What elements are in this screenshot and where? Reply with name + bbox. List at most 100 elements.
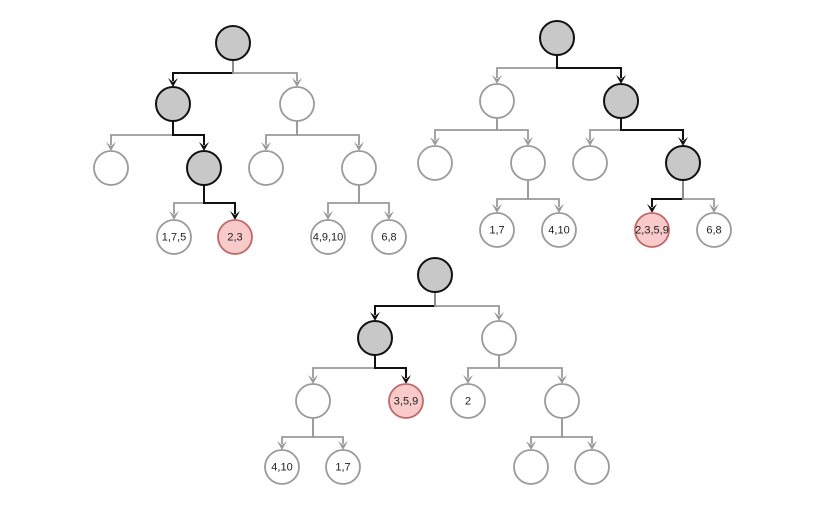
- path-node: [155, 86, 191, 122]
- arrowhead-icon: [354, 142, 364, 151]
- arrowhead-icon: [709, 204, 719, 213]
- node-label: 1,7: [335, 462, 350, 474]
- arrowhead-icon: [401, 375, 411, 384]
- tree-node: [544, 383, 580, 419]
- arrowhead-icon: [492, 204, 502, 213]
- arrowhead-icon: [323, 211, 333, 220]
- leaf-node: 4,10: [541, 212, 577, 248]
- arrowhead-icon: [554, 204, 564, 213]
- edge: [232, 60, 302, 87]
- arrowhead-icon: [384, 211, 394, 220]
- arrowhead-icon: [308, 375, 318, 384]
- arrowhead-icon: [106, 142, 116, 151]
- arrowhead-icon: [261, 142, 271, 151]
- edge: [308, 355, 376, 384]
- arrowhead-icon: [585, 137, 595, 146]
- edge: [682, 180, 719, 213]
- tree-node: [93, 150, 129, 186]
- arrowhead-icon: [494, 312, 504, 321]
- node-label: 2: [465, 396, 471, 408]
- leaf-node: 1,7,5: [156, 219, 192, 255]
- edge: [585, 118, 622, 146]
- tree-node: [295, 383, 331, 419]
- leaf-node: 2: [450, 383, 486, 419]
- leaf-node: 4,9,10: [310, 219, 346, 255]
- arrowhead-icon: [492, 75, 502, 84]
- tree-node: [481, 320, 517, 356]
- arrowhead-icon: [277, 441, 287, 450]
- edge: [526, 418, 563, 450]
- node-label: 6,8: [706, 225, 721, 237]
- target-leaf-node: 3,5,9: [388, 383, 424, 419]
- edge: [492, 180, 529, 213]
- edge: [312, 418, 348, 450]
- edge: [496, 118, 533, 146]
- edge: [323, 185, 360, 220]
- path-node: [539, 20, 575, 56]
- tree-node: [479, 83, 515, 119]
- path-node: [417, 257, 453, 293]
- path-node: [215, 25, 251, 61]
- highlighted-edge: [620, 118, 688, 146]
- node-label: 6,8: [381, 232, 396, 244]
- highlighted-edge: [647, 180, 684, 213]
- edge: [169, 185, 205, 220]
- tree-node: [279, 86, 315, 122]
- tree-node: [248, 150, 284, 186]
- leaf-node: 6,8: [371, 219, 407, 255]
- arrowhead-icon: [430, 137, 440, 146]
- node-label: 4,10: [271, 462, 292, 474]
- arrowhead-icon: [523, 137, 533, 146]
- arrowhead-icon: [647, 204, 657, 213]
- highlighted-edge: [370, 292, 436, 321]
- tree-node: [513, 449, 549, 485]
- edge: [561, 418, 597, 450]
- arrowhead-icon: [199, 142, 209, 151]
- edge: [434, 292, 504, 321]
- node-label: 1,7,5: [162, 232, 186, 244]
- edge: [492, 55, 558, 84]
- arrowhead-icon: [587, 441, 597, 450]
- arrowhead-icon: [678, 137, 688, 146]
- highlighted-edge: [556, 55, 626, 84]
- edge: [463, 355, 500, 384]
- highlighted-edge: [168, 60, 234, 87]
- edge: [277, 418, 314, 450]
- tree-2: 1,7 4,10 2,3,5,9 6,8: [417, 20, 732, 248]
- arrowhead-icon: [616, 75, 626, 84]
- tree-node: [574, 449, 610, 485]
- arrowhead-icon: [230, 211, 240, 220]
- node-label: 2,3: [227, 232, 242, 244]
- tree-node: [417, 145, 453, 181]
- node-label: 2,3,5,9: [635, 225, 669, 237]
- target-leaf-node: 2,3,5,9: [634, 212, 670, 248]
- highlighted-edge: [172, 121, 209, 151]
- edge: [358, 185, 394, 220]
- edge: [261, 121, 298, 151]
- tree-node: [341, 150, 377, 186]
- node-label: 4,10: [548, 225, 569, 237]
- path-node: [357, 320, 393, 356]
- leaf-node: 1,7: [325, 449, 361, 485]
- node-label: 3,5,9: [394, 396, 418, 408]
- arrowhead-icon: [169, 211, 179, 220]
- node-label: 4,9,10: [313, 232, 344, 244]
- arrowhead-icon: [292, 78, 302, 87]
- arrowhead-icon: [463, 375, 473, 384]
- arrowhead-icon: [370, 312, 380, 321]
- tree-node: [572, 145, 608, 181]
- edge: [296, 121, 364, 151]
- arrowhead-icon: [338, 441, 348, 450]
- arrowhead-icon: [557, 375, 567, 384]
- highlighted-edge: [203, 185, 240, 220]
- path-node: [603, 83, 639, 119]
- edge: [527, 180, 564, 213]
- target-leaf-node: 2,3: [217, 219, 253, 255]
- arrowhead-icon: [168, 78, 178, 87]
- tree-node: [510, 145, 546, 181]
- node-label: 1,7: [489, 225, 504, 237]
- edge: [498, 355, 567, 384]
- edge: [106, 121, 174, 151]
- leaf-node: 1,7: [479, 212, 515, 248]
